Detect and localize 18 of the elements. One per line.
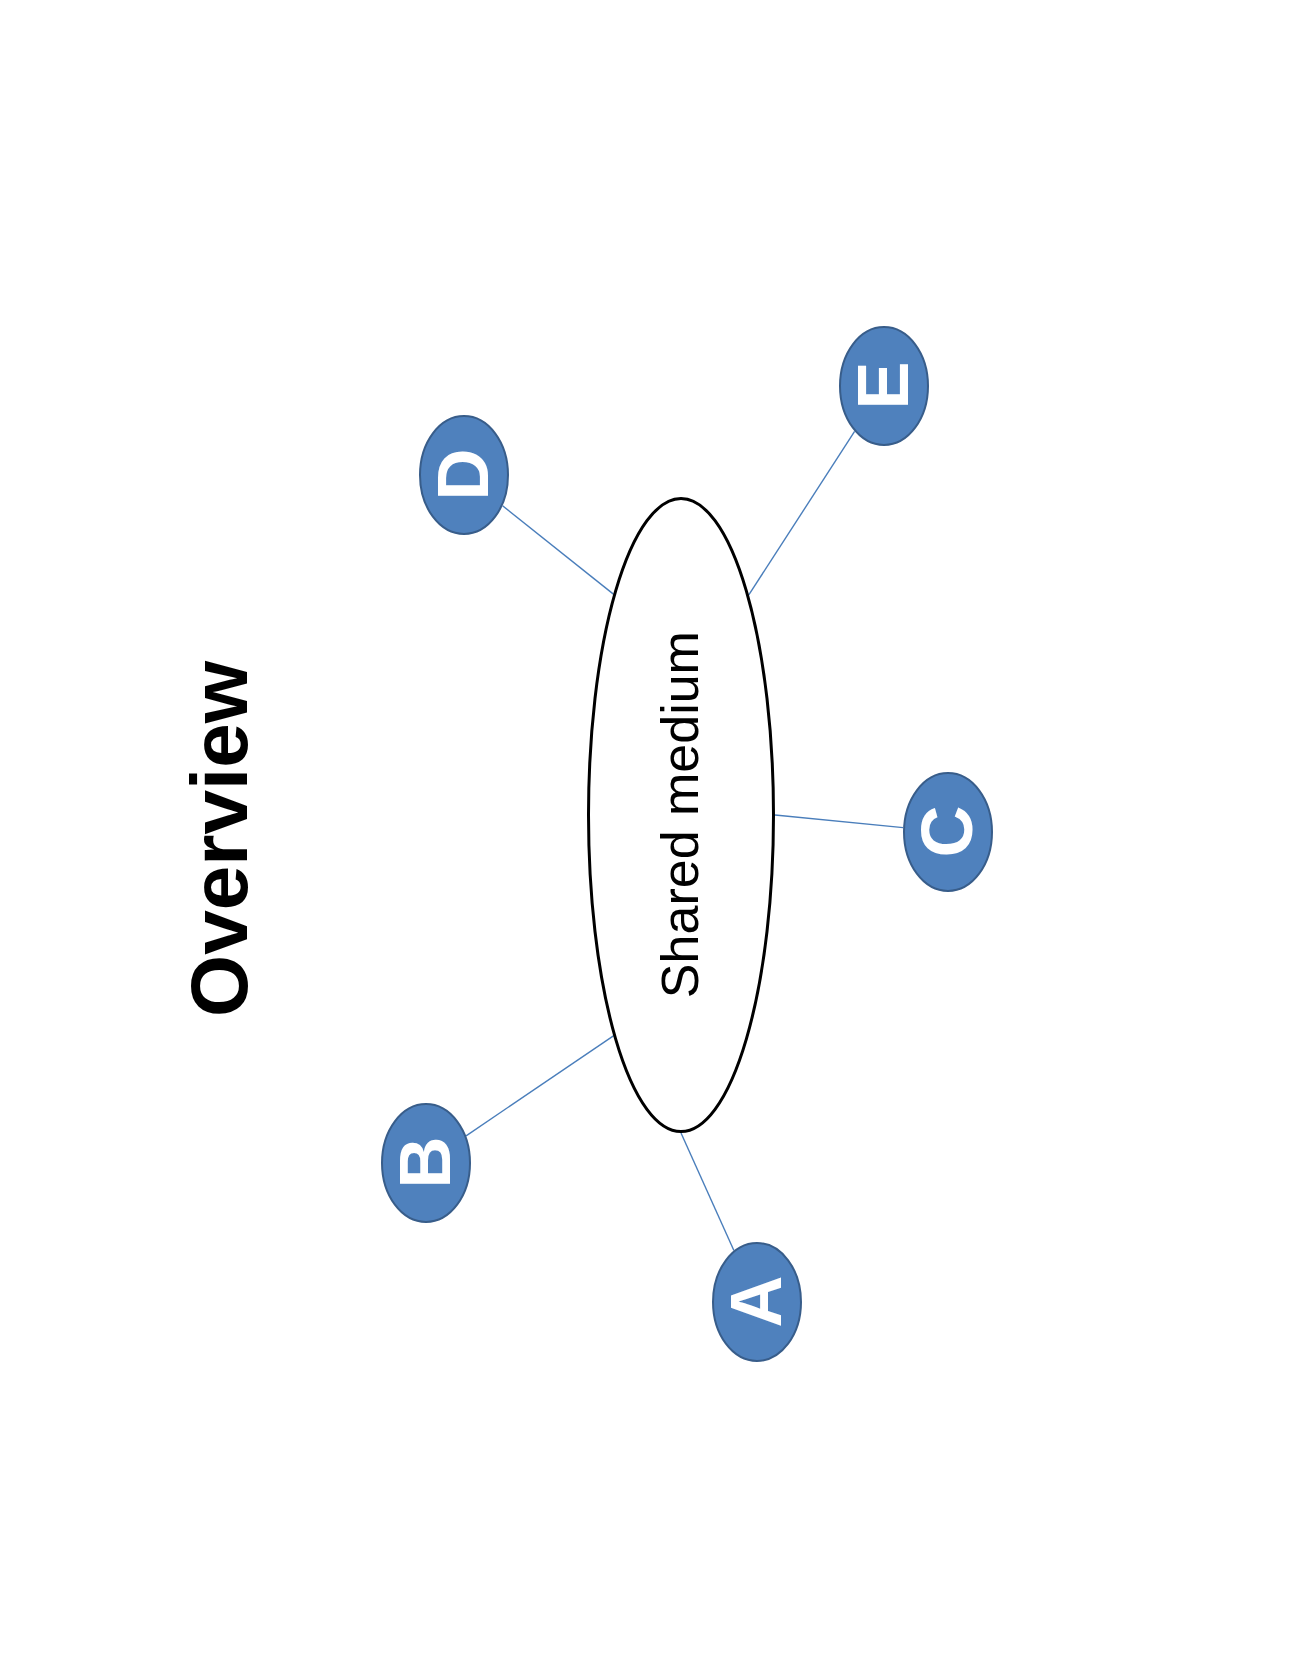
circle-node	[839, 326, 929, 446]
circle-node	[381, 1103, 471, 1223]
connector-line	[680, 1132, 735, 1252]
circle-node	[712, 1242, 802, 1362]
connector-line	[465, 1035, 615, 1137]
node-label: E	[844, 362, 924, 410]
node-label: B	[386, 1137, 466, 1189]
title: Overview	[175, 661, 264, 1017]
circle-node	[903, 772, 993, 892]
circle-node	[419, 415, 509, 535]
node-label: A	[717, 1276, 797, 1328]
connector-line	[501, 505, 615, 595]
connector-line	[748, 430, 856, 596]
ellipse-node	[587, 497, 775, 1133]
node-label: D	[424, 449, 504, 501]
node-label: C	[908, 806, 988, 858]
node-label: Shared medium	[652, 631, 710, 999]
connector-line	[774, 814, 904, 829]
